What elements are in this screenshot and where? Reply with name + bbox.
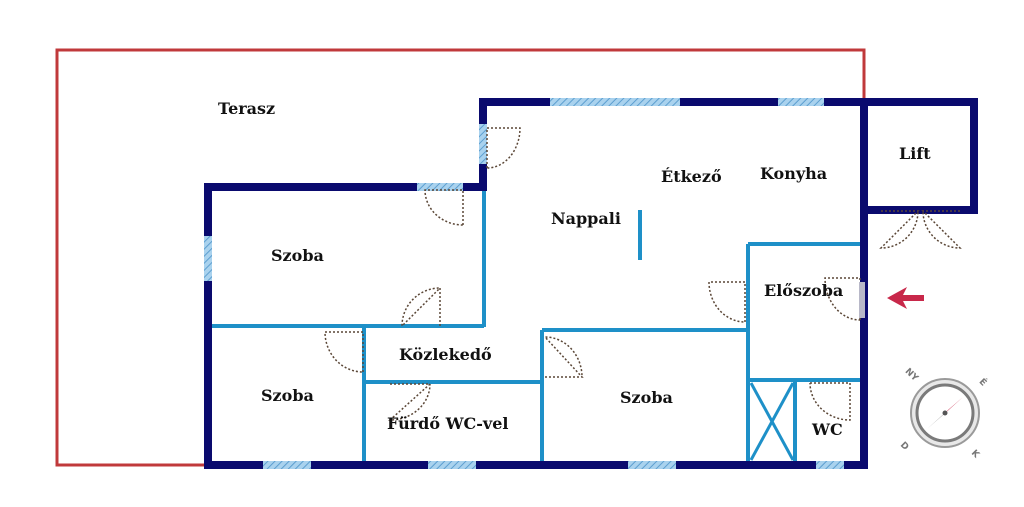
- label-szoba-1: Szoba: [271, 246, 324, 265]
- windows: [204, 98, 844, 469]
- door-swings: [324, 127, 962, 421]
- label-konyha: Konyha: [760, 164, 827, 183]
- outer-walls: [204, 98, 978, 469]
- label-nappali: Nappali: [551, 209, 621, 228]
- label-szoba-3: Szoba: [620, 388, 673, 407]
- shaft-cross: [749, 382, 795, 461]
- label-eloszoba: Előszoba: [764, 281, 843, 300]
- compass-label-e: É: [977, 376, 990, 389]
- compass-needle-north: [942, 397, 963, 416]
- entrance-door-mark: [859, 282, 865, 318]
- terrace-outline: [55, 48, 866, 467]
- label-wc: WC: [811, 420, 843, 439]
- entrance-arrow: [887, 287, 924, 309]
- label-lift: Lift: [899, 144, 931, 163]
- inner-walls: [208, 190, 862, 462]
- label-furdo: Fürdő WC-vel: [387, 414, 508, 433]
- label-etkezo: Étkező: [661, 166, 722, 186]
- compass-label-k: K: [969, 448, 982, 461]
- compass-needle-south: [927, 410, 948, 429]
- label-szoba-2: Szoba: [261, 386, 314, 405]
- label-kozlekedo: Közlekedő: [399, 345, 492, 364]
- compass: NY É D K: [898, 367, 990, 461]
- room-labels: Terasz Étkező Konyha Lift Nappali Szoba …: [218, 99, 931, 439]
- compass-label-d: D: [898, 440, 910, 452]
- compass-label-ny: NY: [903, 367, 920, 384]
- label-terasz: Terasz: [218, 99, 275, 118]
